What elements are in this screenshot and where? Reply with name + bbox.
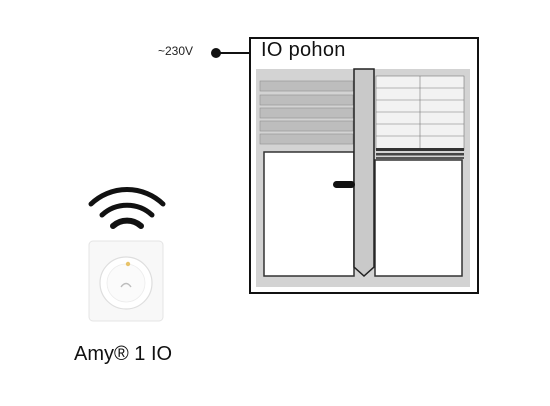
device-name-label: Amy® 1 IO bbox=[74, 343, 173, 365]
wifi-signal-icon bbox=[88, 187, 166, 229]
window-pane-right bbox=[374, 159, 463, 277]
blind-left bbox=[259, 80, 354, 145]
power-connection bbox=[211, 48, 250, 58]
voltage-label: ~230V bbox=[158, 44, 194, 58]
window-handle-icon bbox=[333, 181, 355, 188]
drive-title: IO pohon bbox=[261, 39, 346, 61]
window-mullion bbox=[353, 68, 375, 278]
blind-right bbox=[375, 75, 465, 159]
switch-logo-mark bbox=[120, 282, 132, 288]
switch-status-led bbox=[125, 261, 131, 267]
window-with-blinds-icon bbox=[249, 37, 479, 294]
amy-wall-switch-icon bbox=[88, 240, 164, 322]
window-pane-left bbox=[263, 151, 355, 277]
